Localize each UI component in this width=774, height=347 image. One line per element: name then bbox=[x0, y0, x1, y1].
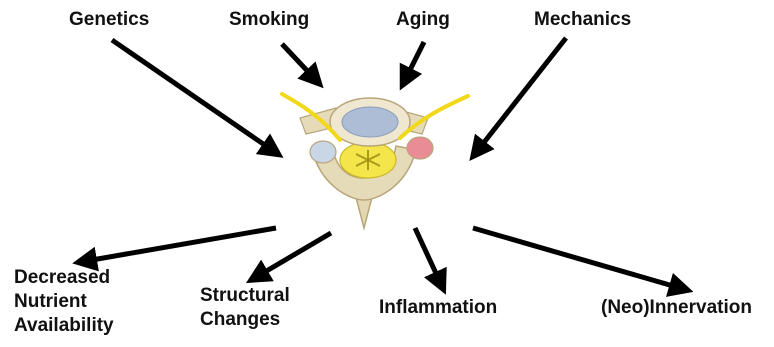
label-nutrient-line-1: Decreased bbox=[14, 266, 114, 290]
label-mechanics: Mechanics bbox=[534, 8, 631, 32]
label-aging: Aging bbox=[396, 8, 450, 32]
vertebra-illustration bbox=[282, 94, 468, 228]
label-nutrient-line-2: Nutrient bbox=[14, 290, 114, 314]
label-structural-changes: Structural Changes bbox=[200, 284, 290, 332]
arrow-nutrient bbox=[86, 228, 276, 261]
arrow-structural bbox=[258, 233, 331, 276]
label-genetics: Genetics bbox=[69, 8, 149, 32]
arrow-genetics bbox=[112, 40, 272, 150]
label-neo-innervation: (Neo)Innervation bbox=[601, 296, 752, 320]
arrow-mechanics bbox=[478, 38, 566, 150]
arrow-innervation bbox=[473, 228, 680, 288]
label-nutrient-line-3: Availability bbox=[14, 314, 114, 338]
arrow-inflammation bbox=[415, 228, 440, 282]
label-structural-line-2: Changes bbox=[200, 308, 290, 332]
arrow-smoking bbox=[282, 44, 314, 78]
label-inflammation: Inflammation bbox=[379, 296, 497, 320]
label-smoking: Smoking bbox=[229, 8, 309, 32]
label-decreased-nutrient-availability: Decreased Nutrient Availability bbox=[14, 266, 114, 338]
arrow-aging bbox=[406, 42, 424, 78]
label-structural-line-1: Structural bbox=[200, 284, 290, 308]
